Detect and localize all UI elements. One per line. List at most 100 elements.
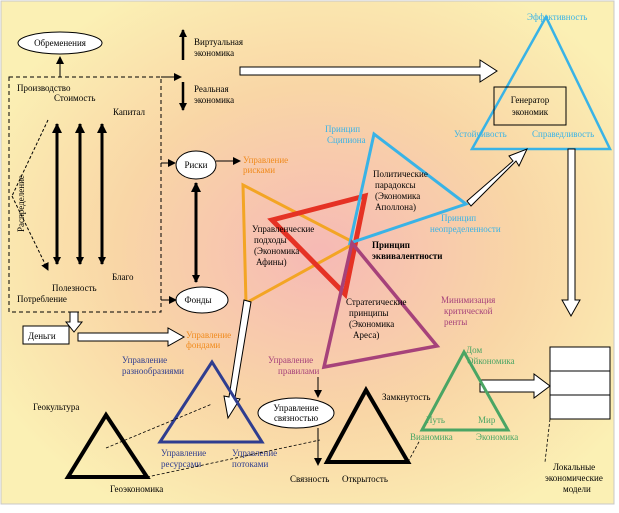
- good-label: Благо: [112, 272, 134, 282]
- utility-label: Полезность: [52, 283, 97, 293]
- hollow-arrow-to-efficiency-triangle: [466, 148, 528, 207]
- generator-box: [493, 86, 567, 126]
- managerial-label-4: Афины): [256, 257, 287, 267]
- production-label: Производство: [17, 83, 71, 93]
- uncertainty-principle-label-1: Принцип: [441, 213, 476, 223]
- strategic-label-1: Стратегические: [346, 297, 407, 307]
- distribution-dashed-bottom: [11, 195, 49, 271]
- local-models-label-3: модели: [563, 484, 591, 494]
- connectivity-management-label-1: Управление: [273, 403, 318, 413]
- real-economy-label-2: экономика: [194, 95, 234, 105]
- models-dashed-line: [544, 418, 551, 463]
- minimization-label-1: Минимизация: [441, 295, 495, 305]
- encumbrance-label: Обременения: [34, 38, 86, 48]
- cyan-triangle-apollo: [347, 131, 470, 246]
- connectivity-management-label-2: связностью: [274, 413, 318, 423]
- purple-triangle-ares: [321, 239, 441, 370]
- funds-label: Фонды: [184, 295, 211, 305]
- generator-label-2: экономик: [512, 107, 549, 117]
- diversity-management-label-1: Управление: [122, 355, 167, 365]
- distribution-label: Распределение: [16, 175, 26, 232]
- uncertainty-principle-label-2: неопределенности: [430, 224, 501, 234]
- closedness-triangle: [323, 385, 412, 464]
- political-label-2: парадоксы: [375, 180, 416, 190]
- virtual-economy-label-1: Виртуальная: [194, 37, 243, 47]
- connectivity-management-ellipse: [257, 397, 335, 429]
- way-label: Путь: [426, 415, 445, 425]
- value-label: Стоимость: [54, 93, 95, 103]
- model-box-2: [549, 370, 611, 396]
- home-label-2: Ойкономика: [467, 356, 515, 366]
- flows-management-label-2: потоками: [232, 459, 268, 469]
- justice-label: Справедливость: [532, 129, 594, 139]
- hollow-arrow-to-money: [64, 311, 84, 333]
- geoculture-label: Геокультура: [33, 402, 79, 412]
- resources-management-label-2: ресурсами: [161, 459, 201, 469]
- hollow-arrow-green-to-models: [479, 373, 551, 399]
- resources-management-label-1: Управление: [161, 448, 206, 458]
- hollow-arrow-funds-down: [223, 299, 252, 420]
- geoculture-triangle: [64, 411, 151, 479]
- closedness-label: Замкнутость: [382, 392, 430, 402]
- capital-label: Капитал: [113, 107, 146, 117]
- real-economy-label-1: Реальная: [194, 84, 229, 94]
- rules-management-label-2: правилами: [278, 366, 320, 376]
- generator-label-1: Генератор: [511, 95, 550, 105]
- equivalence-principle-label-2: эквивалентности: [372, 251, 443, 261]
- economics-label: Экономика: [476, 432, 518, 442]
- strategic-label-3: (Экономика: [349, 319, 394, 329]
- managerial-label-2: подходы: [254, 235, 287, 245]
- minimization-label-2: критической: [444, 306, 493, 316]
- efficiency-triangle: [469, 14, 612, 151]
- connectivity-label: Связность: [290, 474, 329, 484]
- vianomics-label: Вианомика: [410, 432, 453, 442]
- scipio-principle-label-2: Сципиона: [327, 135, 366, 145]
- dashed-geoculture-blue: [105, 403, 213, 449]
- risk-management-label-2: рисками: [243, 165, 275, 175]
- model-box-3: [549, 394, 611, 420]
- openness-label: Открытость: [342, 474, 388, 484]
- geoeconomics-label: Геоэкономика: [110, 484, 163, 494]
- blue-triangle: [157, 359, 265, 444]
- strategic-label-2: принципы: [349, 308, 388, 318]
- production-box: [8, 76, 162, 313]
- distribution-dashed-top: [11, 119, 49, 197]
- political-label-4: Аполлона): [375, 202, 416, 212]
- flows-management-label-1: Управление: [232, 448, 277, 458]
- hollow-arrow-to-efficiency: [239, 59, 498, 83]
- encumbrance-ellipse: [17, 31, 103, 55]
- diversity-management-label-2: разнообразиями: [122, 366, 184, 376]
- risks-ellipse: [175, 150, 217, 180]
- dashed-bottom-long: [146, 439, 321, 478]
- managerial-label-3: (Экономика: [254, 246, 299, 256]
- equivalence-principle-label-1: Принцип: [372, 240, 410, 250]
- model-box-1: [549, 346, 611, 372]
- consumption-label: Потребление: [17, 294, 67, 304]
- rules-management-label-1: Управление: [268, 355, 313, 365]
- risk-management-label-1: Управление: [243, 155, 288, 165]
- peace-label: Мир: [478, 415, 496, 425]
- minimization-label-3: ренты: [444, 317, 467, 327]
- political-label-3: (Экономика: [375, 191, 420, 201]
- managerial-label-1: Управленческие: [252, 224, 314, 234]
- money-box: [22, 325, 70, 345]
- strategic-label-4: Ареса): [353, 330, 379, 340]
- local-models-label-2: экономические: [545, 473, 603, 483]
- hollow-arrow-money-to-funds: [77, 327, 186, 347]
- scipio-principle-label-1: Принцип: [325, 124, 360, 134]
- dashed-black-to-green: [407, 439, 421, 463]
- green-triangle: [419, 348, 511, 432]
- home-label-1: Дом: [466, 345, 482, 355]
- funds-management-label-1: Управление: [186, 330, 231, 340]
- money-label: Деньги: [28, 331, 56, 341]
- stability-label: Устойчивость: [454, 129, 507, 139]
- efficiency-label: Эффективность: [527, 12, 587, 22]
- hollow-arrow-down-to-models: [561, 148, 581, 318]
- political-label-1: Политические: [373, 169, 428, 179]
- virtual-economy-label-2: экономика: [194, 48, 234, 58]
- funds-management-label-2: фондами: [186, 340, 220, 350]
- local-models-label-1: Локальные: [553, 462, 595, 472]
- risks-label: Риски: [184, 160, 207, 170]
